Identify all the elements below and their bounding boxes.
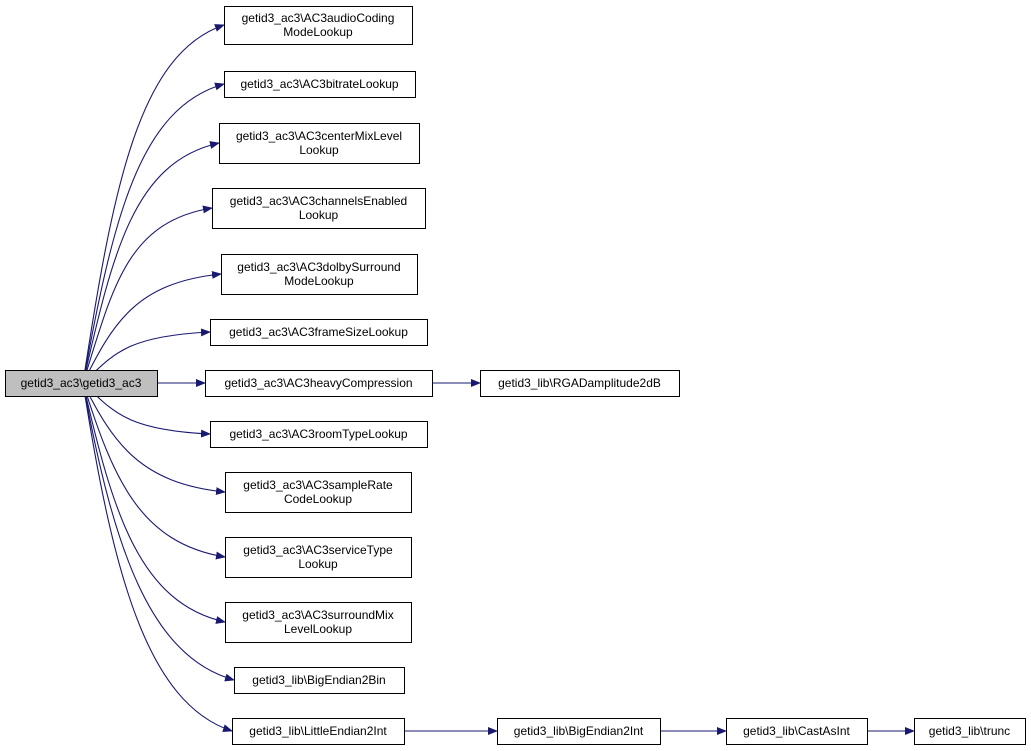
node-label: getid3_lib\LittleEndian2Int: [249, 724, 387, 738]
node-roomType[interactable]: getid3_ac3\AC3roomTypeLookup: [210, 421, 428, 448]
node-label: getid3_ac3\AC3channelsEnabled: [230, 194, 407, 208]
node-label: Lookup: [299, 143, 339, 157]
node-label: getid3_ac3\getid3_ac3: [21, 376, 142, 390]
node-littleEndian2Int[interactable]: getid3_lib\LittleEndian2Int: [232, 718, 405, 745]
edge-root-to-littleEndian2Int: [82, 382, 233, 732]
node-label: getid3_ac3\AC3dolbySurround: [237, 260, 400, 274]
node-bigEndian2Bin[interactable]: getid3_lib\BigEndian2Bin: [234, 667, 405, 694]
edge-root-to-sampleRateCode: [82, 382, 226, 496]
edge-root-to-surroundMixLevel: [82, 382, 226, 624]
node-frameSize[interactable]: getid3_ac3\AC3frameSizeLookup: [210, 319, 428, 346]
node-label: getid3_lib\RGADamplitude2dB: [498, 376, 661, 390]
node-label: getid3_ac3\AC3audioCoding: [242, 11, 395, 25]
node-label: getid3_ac3\AC3sampleRate: [243, 478, 393, 492]
node-label: getid3_ac3\AC3surroundMix: [242, 608, 393, 622]
node-label: ModeLookup: [283, 25, 353, 39]
node-label: getid3_ac3\AC3roomTypeLookup: [229, 427, 407, 441]
node-bigEndian2Int[interactable]: getid3_lib\BigEndian2Int: [497, 718, 661, 745]
node-rgaDamplitude[interactable]: getid3_lib\RGADamplitude2dB: [480, 370, 680, 397]
node-heavyCompression[interactable]: getid3_ac3\AC3heavyCompression: [205, 370, 433, 397]
node-root: getid3_ac3\getid3_ac3: [5, 370, 158, 397]
node-label: getid3_ac3\AC3frameSizeLookup: [229, 325, 408, 339]
node-label: Lookup: [298, 557, 338, 571]
edge-root-to-dolbySurroundMode: [82, 270, 222, 384]
node-label: ModeLookup: [284, 274, 354, 288]
node-label: getid3_lib\BigEndian2Int: [514, 724, 644, 738]
node-label: getid3_lib\BigEndian2Bin: [252, 673, 385, 687]
node-trunc[interactable]: getid3_lib\trunc: [914, 718, 1026, 745]
edge-root-to-centerMixLevel: [82, 141, 220, 384]
node-label: LevelLookup: [284, 622, 352, 636]
edge-root-to-channelsEnabled: [82, 205, 213, 384]
edge-root-to-bigEndian2Bin: [82, 382, 235, 682]
edge-root-to-bitrate: [82, 82, 225, 384]
node-bitrate[interactable]: getid3_ac3\AC3bitrateLookup: [224, 71, 416, 98]
node-label: CodeLookup: [284, 492, 352, 506]
edge-root-to-serviceType: [82, 382, 226, 560]
node-label: Lookup: [299, 208, 339, 222]
node-label: getid3_ac3\AC3centerMixLevel: [236, 129, 402, 143]
node-label: getid3_ac3\AC3serviceType: [243, 543, 393, 557]
node-castAsInt[interactable]: getid3_lib\CastAsInt: [726, 718, 868, 745]
node-label: getid3_ac3\AC3heavyCompression: [224, 376, 412, 390]
node-label: getid3_lib\CastAsInt: [743, 724, 850, 738]
edge-root-to-audioCodingMode: [82, 24, 225, 384]
node-label: getid3_lib\trunc: [929, 724, 1010, 738]
nodes: getid3_ac3\getid3_ac3 getid3_ac3\AC3audio…: [5, 6, 1026, 745]
node-label: getid3_ac3\AC3bitrateLookup: [240, 77, 398, 91]
